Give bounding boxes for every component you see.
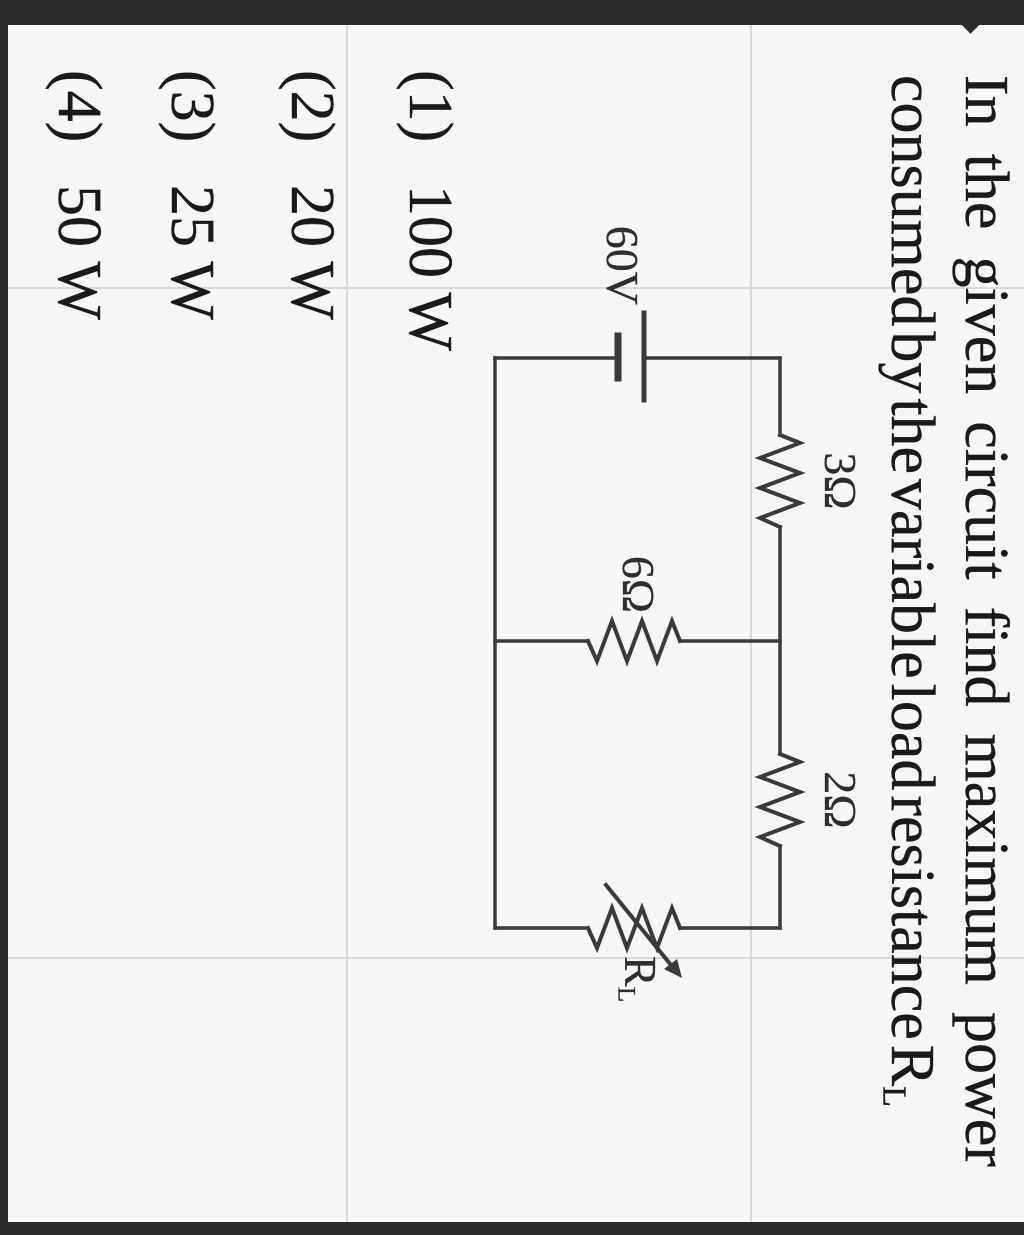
option-row-4: (4) 50 W	[43, 70, 115, 320]
option-value: 100 W	[396, 185, 464, 351]
load-resistor-label: RL	[612, 956, 667, 1003]
option-marker: (1)	[396, 70, 464, 143]
option-value: 20 W	[278, 185, 346, 320]
resistor-6ohm-zigzag	[585, 615, 683, 667]
load-resistor-zigzag	[585, 902, 683, 954]
option-row-2: (2) 20 W	[276, 70, 348, 320]
resistor-2ohm-label: 2Ω	[815, 771, 866, 829]
option-marker: (4)	[45, 70, 113, 143]
option-marker: (3)	[158, 70, 226, 143]
variable-arrow-head	[664, 959, 682, 978]
scan-edge-left	[0, 0, 1024, 25]
resistor-3ohm-zigzag	[754, 432, 806, 530]
battery-voltage-label: 60V	[597, 225, 648, 306]
resistor-6ohm-label: 6Ω	[613, 555, 664, 613]
variable-arrow-shaft	[603, 882, 674, 968]
resistor-3ohm-label: 3Ω	[815, 452, 866, 510]
option-value: 25 W	[158, 185, 226, 320]
option-marker: (2)	[278, 70, 346, 143]
scan-edge-bottom	[0, 0, 8, 1235]
option-value: 50 W	[45, 185, 113, 320]
option-row-3: (3) 25 W	[156, 70, 228, 320]
load-label-subscript: L	[612, 986, 641, 1003]
option-row-1: (1) 100 W	[394, 70, 466, 351]
resistor-2ohm-zigzag	[754, 751, 806, 849]
scan-edge-right	[0, 1222, 1024, 1235]
